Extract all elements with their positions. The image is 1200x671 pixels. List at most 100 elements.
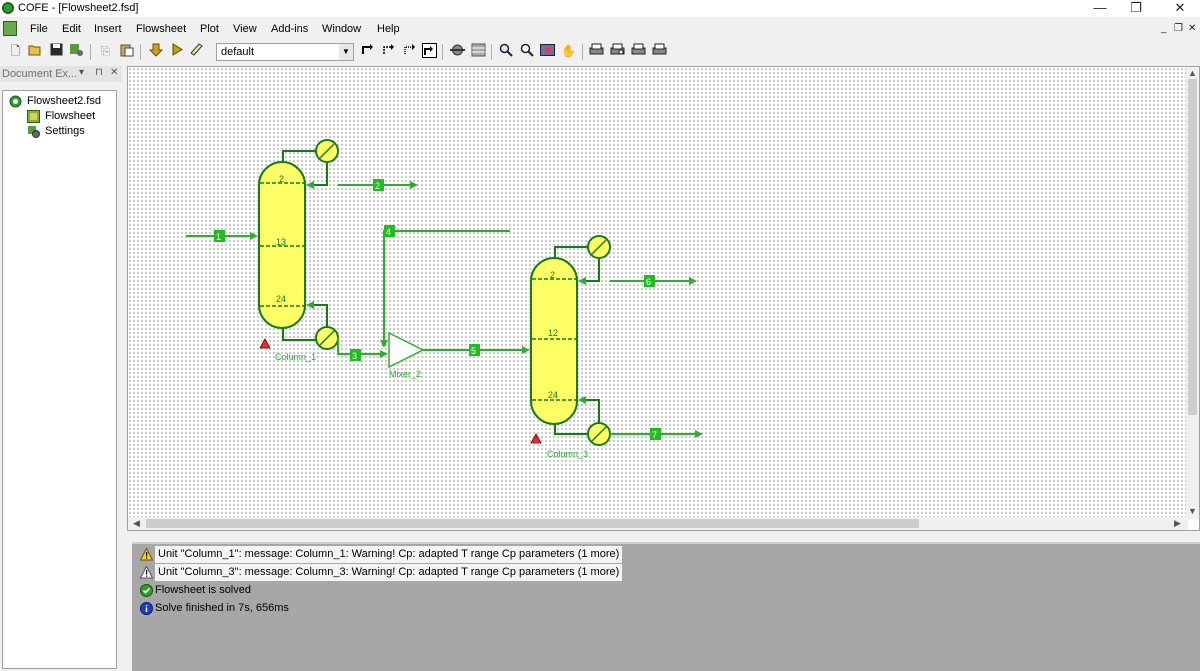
stream-tool-2-icon[interactable] (380, 43, 397, 60)
stream-7[interactable]: 7 (610, 428, 703, 440)
flowsheet-diagram[interactable]: 2 13 24 Column_1 (128, 67, 1188, 519)
import-icon[interactable] (147, 43, 164, 60)
pan-icon[interactable]: ✋ (561, 44, 576, 58)
column-3-label: Column_3 (547, 449, 588, 459)
chevron-down-icon[interactable]: ▼ (339, 44, 353, 60)
column-3-stage-feed: 12 (548, 328, 558, 338)
menu-insert[interactable]: Insert (94, 23, 122, 35)
column-1-stage-bottom: 24 (276, 294, 286, 304)
vertical-scroll-thumb[interactable] (1188, 79, 1197, 415)
title-bar: COFE - [Flowsheet2.fsd] — ❐ ✕ (0, 0, 1200, 17)
message-log-panel: Unit "Column_1": message: Column_1: Warn… (132, 542, 1200, 671)
print-preview-icon[interactable] (609, 43, 626, 60)
menu-add-ins[interactable]: Add-ins (271, 23, 309, 35)
stream-3[interactable]: 3 (337, 338, 388, 361)
vertical-scrollbar[interactable]: ▲ ▼ (1186, 67, 1199, 519)
stream-2[interactable]: 2 (338, 179, 418, 191)
document-explorer-title: Document Ex... (2, 68, 78, 80)
stream-5[interactable]: 5 (423, 344, 530, 356)
scroll-right-icon[interactable]: ▶ (1174, 518, 1181, 528)
explorer-close-button[interactable]: ✕ (110, 67, 119, 78)
scroll-left-icon[interactable]: ◀ (133, 518, 140, 528)
menu-edit[interactable]: Edit (62, 23, 81, 35)
tree-item-settings[interactable]: Settings (27, 124, 117, 139)
stream-tool-3-icon[interactable] (401, 43, 418, 60)
column-1-condenser[interactable] (282, 139, 339, 189)
column-1-stage-top: 2 (279, 174, 284, 184)
tree-item-flowsheet2[interactable]: Flowsheet2.fsd (9, 94, 114, 109)
scroll-down-icon[interactable]: ▼ (1188, 506, 1197, 516)
restore-button[interactable]: ❐ (1130, 0, 1142, 15)
menu-view[interactable]: View (233, 23, 257, 35)
mixer-2-label: Mixer_2 (389, 369, 421, 379)
mdi-minimize-button[interactable]: _ (1161, 23, 1167, 34)
stream-4[interactable]: 4 (380, 225, 510, 348)
zoom-in-icon[interactable] (497, 43, 514, 60)
explorer-menu-button[interactable]: ▾ (79, 67, 85, 78)
cofe-app-icon (2, 2, 14, 14)
mdi-restore-button[interactable]: ❐ (1174, 23, 1183, 34)
column-1-label: Column_1 (275, 352, 316, 362)
horizontal-scroll-thumb[interactable] (146, 519, 919, 528)
tree-item-flowsheet[interactable]: Flowsheet (27, 109, 117, 124)
close-button[interactable]: ✕ (1174, 0, 1186, 15)
stream-5-label: 5 (471, 346, 476, 356)
scheme-select[interactable]: default ▼ (216, 43, 354, 61)
save-icon[interactable] (48, 43, 65, 60)
document-explorer-header: Document Ex... ▾ ⊓ ✕ (0, 66, 122, 82)
stream-tool-4-icon[interactable] (421, 43, 438, 60)
stream-4-label: 4 (386, 227, 391, 237)
document-menu-icon[interactable] (3, 21, 17, 36)
mixer-2-unit[interactable] (388, 331, 425, 369)
info-icon (140, 602, 153, 615)
zoom-out-icon[interactable] (518, 43, 535, 60)
column-3-unit[interactable]: 2 12 24 (530, 257, 578, 425)
column-3-condenser[interactable] (554, 235, 611, 285)
open-icon[interactable] (27, 43, 44, 60)
menu-plot[interactable]: Plot (200, 23, 219, 35)
column-1-reboiler[interactable] (282, 301, 339, 350)
grid-tool-icon[interactable] (470, 43, 487, 60)
stream-3-label: 3 (352, 351, 357, 361)
copy-icon[interactable]: ⎘ (100, 44, 111, 58)
check-circle-icon (140, 584, 153, 597)
menu-window[interactable]: Window (322, 23, 362, 35)
document-explorer: Document Ex... ▾ ⊓ ✕ Flowsheet2.fsd Flow… (0, 66, 122, 671)
message-text: Unit "Column_3": message: Column_3: Warn… (155, 564, 623, 581)
tree-item-label: Flowsheet (45, 110, 96, 122)
column-1-warning-icon (259, 338, 271, 349)
mdi-close-button[interactable]: ✕ (1188, 23, 1197, 34)
stream-tool-icon[interactable] (359, 43, 376, 60)
menu-help[interactable]: Help (377, 23, 400, 35)
column-1-unit[interactable]: 2 13 24 (258, 161, 306, 329)
column-1-stage-feed: 13 (276, 237, 286, 247)
flowsheet-canvas[interactable]: 2 13 24 Column_1 (127, 66, 1200, 531)
properties-icon[interactable] (68, 43, 85, 60)
print-setup-icon[interactable] (630, 43, 647, 60)
menu-bar: File Edit Insert Flowsheet Plot View Add… (0, 18, 1200, 40)
new-icon[interactable]: 🗋 (10, 44, 21, 58)
flowsheet-icon (27, 110, 40, 123)
menu-flowsheet[interactable]: Flowsheet (136, 23, 187, 35)
scroll-up-icon[interactable]: ▲ (1188, 68, 1197, 78)
canvas-grid[interactable]: 2 13 24 Column_1 (128, 67, 1188, 519)
paste-icon[interactable] (118, 43, 135, 60)
print-all-icon[interactable] (651, 43, 668, 60)
erase-icon[interactable] (188, 43, 205, 60)
explorer-pin-button[interactable]: ⊓ (95, 67, 103, 78)
stream-1-label: 1 (216, 232, 221, 242)
unit-tool-icon[interactable] (449, 43, 466, 60)
stream-6-label: 6 (646, 277, 651, 287)
minimize-button[interactable]: — (1093, 0, 1107, 15)
stream-7-label: 7 (652, 430, 657, 440)
zoom-fit-icon[interactable] (539, 43, 556, 60)
stream-1[interactable]: 1 (186, 230, 258, 242)
stream-6[interactable]: 6 (610, 275, 697, 287)
warning-icon (140, 548, 153, 561)
run-icon[interactable] (168, 43, 185, 60)
warning-icon (140, 566, 153, 579)
print-icon[interactable] (588, 43, 605, 60)
menu-file[interactable]: File (30, 23, 48, 35)
horizontal-scrollbar[interactable]: ◀ ▶ (128, 517, 1188, 530)
